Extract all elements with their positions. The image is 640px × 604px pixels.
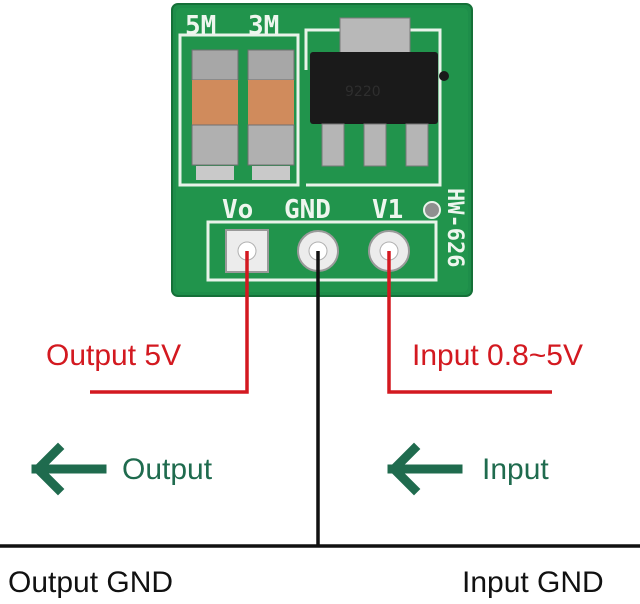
- header-outline: [206, 220, 438, 282]
- test-point: [423, 201, 441, 219]
- input-voltage-label: Input 0.8~5V: [412, 339, 583, 372]
- output-voltage-label: Output 5V: [46, 339, 182, 372]
- input-direction-label: Input: [482, 453, 549, 486]
- chip-outline: [304, 28, 442, 187]
- arrow-left-icon: [387, 442, 463, 496]
- model-label: HW-626: [442, 188, 467, 267]
- cap-label-2: 3M: [248, 11, 279, 41]
- capacitor-1: [191, 49, 239, 180]
- output-gnd-label: Output GND: [8, 566, 174, 599]
- pin-label-gnd: GND: [284, 195, 331, 225]
- input-gnd-label: Input GND: [462, 566, 604, 599]
- input-wire: [387, 251, 552, 394]
- output-wire: [90, 251, 249, 394]
- arrow-left-icon: [31, 442, 107, 496]
- capacitor-2: [247, 49, 295, 180]
- pin-label-v1: V1: [372, 195, 403, 225]
- regulator-chip: 9220: [310, 17, 449, 167]
- capacitor-outline: [178, 33, 300, 187]
- cap-label-1: 5M: [185, 11, 216, 41]
- pin-label-vo: Vo: [222, 195, 253, 225]
- output-direction-label: Output: [122, 453, 213, 486]
- chip-marking: 9220: [345, 84, 381, 100]
